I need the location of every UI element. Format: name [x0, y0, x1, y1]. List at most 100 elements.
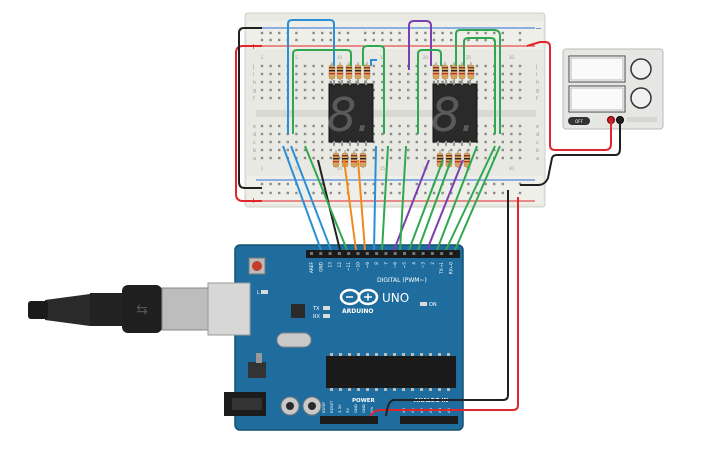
wire-blue-small — [370, 59, 377, 66]
wire-black-rail-left — [238, 27, 262, 189]
wire-purple-d2 — [426, 159, 464, 251]
display-digit: 8. — [327, 88, 371, 142]
usb-chip — [291, 304, 305, 318]
column-number: 30 — [509, 166, 515, 171]
column-number: 5 — [295, 55, 298, 60]
digital-pin-label: ~3 — [421, 262, 427, 269]
wire-blue-top — [287, 19, 335, 134]
power-label: POWER — [352, 398, 376, 404]
wire-black-gnd — [385, 190, 509, 417]
power-switch[interactable] — [568, 117, 590, 125]
digital-pin-label: TX→1 — [439, 262, 445, 275]
digital-pin-label: ~11 — [346, 262, 352, 271]
row-letter: b — [253, 148, 256, 154]
resistor — [359, 150, 367, 168]
arduino-uno-board: ⇆ L TX RX ON — [28, 244, 464, 431]
wire-green-d1 — [436, 145, 478, 251]
row-letter: f — [536, 96, 538, 102]
resistor — [345, 62, 353, 80]
row-letter: b — [536, 148, 539, 154]
row-letter: a — [536, 156, 539, 162]
digital-pin-label: 13 — [328, 262, 334, 268]
wire-green-d5 — [399, 145, 407, 251]
column-number: 10 — [337, 166, 343, 171]
row-letter: f — [253, 96, 255, 102]
brand-label: ARDUINO — [342, 308, 373, 315]
wire-green-d10 — [304, 145, 348, 251]
on-label: ON — [429, 302, 437, 308]
display-digit: 8. — [431, 88, 475, 142]
reset-button[interactable] — [252, 261, 262, 271]
wire-blue-d13 — [282, 145, 322, 251]
column-number: 15 — [380, 55, 386, 60]
resistor — [432, 62, 440, 80]
wire-red-supply — [526, 41, 612, 151]
digital-header — [310, 252, 453, 255]
crystal — [276, 332, 312, 348]
column-number: 20 — [423, 55, 429, 60]
row-letter: g — [253, 88, 256, 94]
resistor — [441, 62, 449, 80]
wire-purple-top — [408, 20, 432, 70]
model-label: UNO — [382, 291, 409, 305]
column-number: 15 — [380, 166, 386, 171]
digital-pin-label: AREF — [309, 261, 315, 273]
digital-pin-label: 8 — [374, 262, 380, 265]
resistor — [467, 62, 475, 80]
wire-green-top-1 — [292, 49, 352, 134]
wire-green-d0 — [445, 145, 496, 251]
row-letter: c — [536, 140, 539, 146]
row-letter: d — [536, 132, 539, 138]
column-number: 1 — [261, 55, 264, 60]
row-letter: e — [253, 124, 256, 130]
digital-pin-label: ~6 — [393, 262, 399, 269]
resistor — [354, 62, 362, 80]
wire-red-5v — [369, 197, 519, 417]
row-letter: j — [535, 64, 537, 70]
digital-pin-label: 4 — [411, 262, 417, 265]
arduino-infinity-logo — [339, 288, 379, 306]
row-letter: g — [536, 88, 539, 94]
wire-orange-d10 — [343, 159, 357, 251]
digital-pin-label: GND — [318, 261, 324, 272]
seven-segment-display — [432, 83, 478, 143]
digital-pin-label: ~10 — [356, 262, 362, 271]
power-pin-label: GND — [353, 404, 358, 413]
resistor — [336, 62, 344, 80]
power-pin-label: Vin — [369, 406, 374, 413]
digital-pin-label: 2 — [430, 262, 436, 265]
row-letter: c — [253, 140, 256, 146]
seven-segment-display — [328, 83, 374, 143]
breadboard-holes — [260, 31, 522, 195]
row-letter: e — [536, 124, 539, 130]
wire-orange-d9 — [357, 159, 366, 251]
column-number: 25 — [466, 55, 472, 60]
digital-pin-label: ~5 — [402, 262, 408, 269]
chip-pins — [330, 353, 450, 391]
wire-green-a — [454, 145, 501, 251]
wire-green-d7 — [381, 145, 389, 251]
digital-pin-label: 7 — [383, 262, 389, 265]
voltage-knob[interactable] — [630, 58, 652, 80]
wire-blue-d8 — [373, 145, 377, 251]
resistor — [458, 62, 466, 80]
resistor — [450, 62, 458, 80]
wire-red-rail-left — [235, 45, 262, 202]
rail-minus-label-top-right: − — [535, 24, 542, 33]
seven-segment-displays: 8. 8. — [327, 80, 478, 146]
power-switch-label: OFF — [575, 119, 583, 124]
current-knob[interactable] — [630, 87, 652, 109]
rx-label: RX — [313, 314, 320, 320]
resistor — [454, 150, 462, 168]
row-letter: j — [252, 64, 254, 70]
resistor — [350, 150, 358, 168]
row-letter: i — [536, 72, 537, 78]
power-pin-label: IOREF — [321, 402, 326, 413]
atmega-chip — [326, 356, 456, 388]
wire-teal-d12 — [290, 145, 332, 251]
row-letter: d — [253, 132, 256, 138]
